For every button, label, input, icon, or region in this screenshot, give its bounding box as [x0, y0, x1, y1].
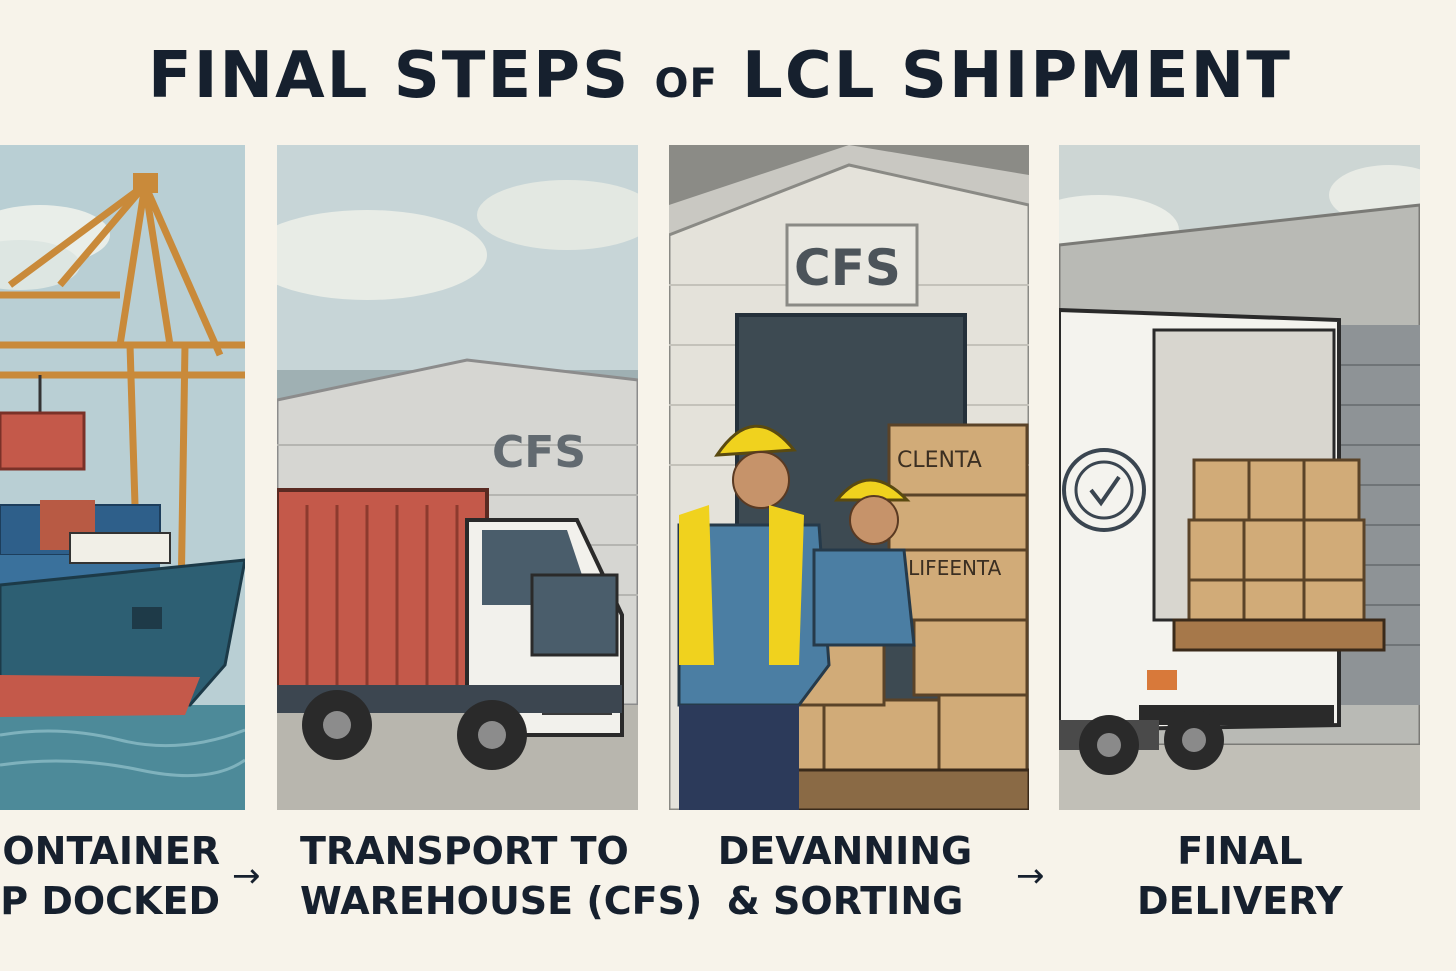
ship-illustration — [0, 145, 245, 810]
caption-1-line-1: ONTAINER — [2, 829, 220, 873]
panel-final-delivery — [1059, 145, 1420, 810]
box-label-2: LLIFEENTA — [897, 556, 1002, 580]
caption-4-line-2: DELIVERY — [1137, 879, 1343, 923]
caption-devanning: DEVANNING & SORTING — [690, 826, 1000, 926]
arrow-right-icon: → — [1016, 856, 1045, 896]
caption-transport: TRANSPORT TO WAREHOUSE (CFS) — [300, 826, 703, 926]
page-title: FINAL STEPS OF LCL SHIPMENT — [148, 36, 1292, 124]
caption-2-line-1: TRANSPORT TO — [300, 829, 629, 873]
caption-4-line-1: FINAL — [1177, 829, 1303, 873]
arrow-right-icon: → — [232, 856, 261, 896]
caption-3-line-1: DEVANNING — [717, 829, 973, 873]
panel-devanning: CFS CLENTA LLIFEENTA — [669, 145, 1029, 810]
title-part1: FINAL STEPS — [148, 39, 631, 113]
caption-ship-docked: ONTAINER P DOCKED — [0, 826, 220, 926]
title-part3: LCL SHIPMENT — [742, 39, 1292, 113]
box-label-1: CLENTA — [897, 448, 982, 473]
truck-illustration: CFS — [277, 145, 638, 810]
delivery-illustration — [1059, 145, 1420, 810]
panel-transport: CFS — [277, 145, 638, 810]
caption-2-line-2: WAREHOUSE (CFS) — [300, 879, 703, 923]
caption-1-line-2: P DOCKED — [0, 879, 220, 923]
caption-3-line-2: & SORTING — [726, 879, 964, 923]
panel-ship-docked — [0, 145, 245, 810]
cfs-sign: CFS — [794, 239, 901, 297]
devanning-illustration: CFS CLENTA LLIFEENTA — [669, 145, 1029, 810]
warehouse-sign: CFS — [492, 427, 586, 478]
caption-final-delivery: FINAL DELIVERY — [1120, 826, 1360, 926]
title-part2: OF — [654, 61, 718, 107]
